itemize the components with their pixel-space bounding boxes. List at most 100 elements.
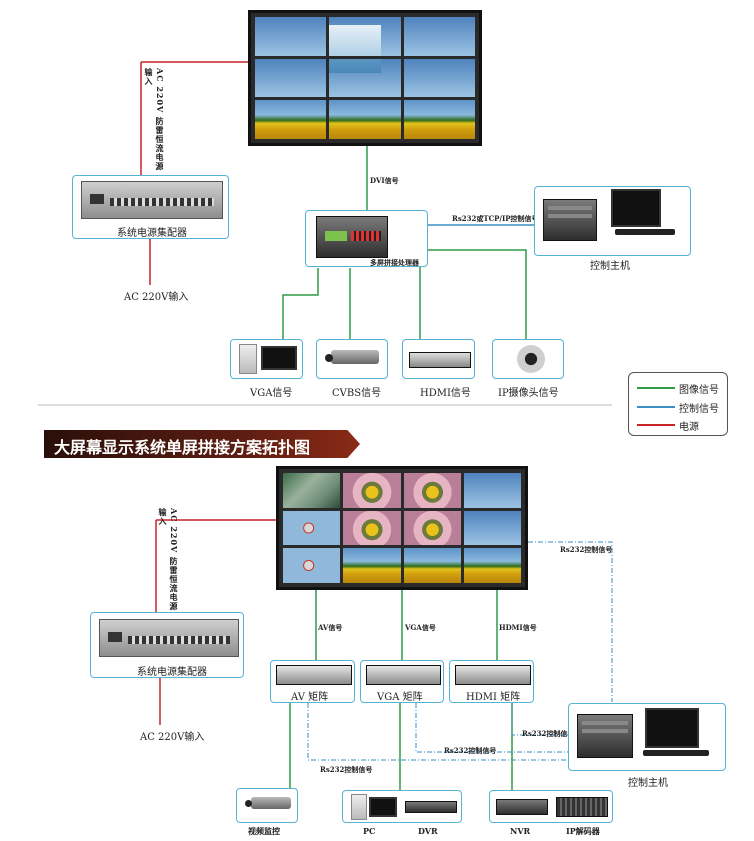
vga-matrix-box: VGA 矩阵: [360, 660, 444, 703]
processor-box: 多屏拼接处理器: [305, 210, 428, 267]
pc-tower-icon: [351, 794, 367, 820]
wall-tile: [329, 17, 401, 56]
rs232-av-label: Rs232控制信号: [320, 765, 373, 774]
wall-tile: [329, 58, 401, 98]
hdmi-matrix-image: [455, 665, 531, 685]
wall-tile: [403, 100, 475, 139]
dvi-signal-label: DVI信号: [370, 176, 399, 185]
video-wall-bottom: [276, 466, 528, 590]
matrix-label-hdmi: HDMI 矩阵: [466, 692, 521, 703]
server-icon: [577, 714, 633, 758]
power-input-label-bottom: AC 220V 防雷恒流电源输入: [158, 508, 179, 612]
topology-title-banner: 大屏幕显示系统单屏拼接方案拓扑图: [44, 430, 360, 458]
control-host-box-top: [534, 186, 691, 256]
wall-tile: [403, 548, 461, 583]
power-distributor-image: [81, 181, 223, 219]
legend-label-image: 图像信号: [679, 385, 719, 396]
matrix-label-av: AV 矩阵: [291, 692, 329, 703]
monitor-icon: [611, 189, 661, 227]
device-label-cctv: 视频监控: [248, 826, 280, 836]
wall-tile: [343, 510, 401, 546]
av-matrix-box: AV 矩阵: [270, 660, 355, 703]
ipcam-line: [428, 249, 527, 340]
power-distributor-image: [99, 619, 239, 657]
control-line-wall: [528, 541, 613, 702]
control-host-box-bottom: [568, 703, 726, 771]
dvr-icon: [405, 801, 457, 813]
keyboard-icon: [643, 750, 709, 756]
rs232-hdmi-label: Rs232控制信号: [522, 729, 575, 738]
nvr-decoder-box: [489, 790, 613, 823]
hdmi-player-icon: [409, 352, 471, 368]
cctv-device-box: [236, 788, 298, 823]
legend: 图像信号 控制信号 电源: [628, 372, 728, 436]
control-line-vga: [415, 703, 568, 753]
matrix-label-vga: VGA 矩阵: [377, 692, 423, 703]
wall-tile: [255, 17, 327, 56]
device-label-ip-decoder: IP解码器: [566, 826, 600, 836]
control-line-av: [307, 703, 568, 761]
device-label-dvr: DVR: [418, 826, 438, 836]
rs232-vga-label: Rs232控制信号: [444, 746, 497, 755]
dome-camera-icon: [517, 345, 545, 373]
power-unit-label-bottom: 系统电源集配器: [137, 667, 207, 678]
av-signal-label: AV信号: [318, 623, 343, 632]
rs232-wall-label: Rs232控制信号: [560, 545, 613, 554]
av-matrix-image: [276, 665, 352, 685]
vga-line: [282, 268, 319, 340]
device-label-nvr: NVR: [510, 826, 531, 836]
keyboard-icon: [615, 229, 675, 235]
wall-tile: [403, 17, 475, 56]
legend-label-control: 控制信号: [679, 404, 719, 415]
power-unit-label-top: 系统电源集配器: [117, 228, 187, 239]
wall-tile: [343, 548, 401, 583]
camera-icon: [251, 797, 291, 809]
video-wall-top: [248, 10, 482, 146]
source-label-ipcam: IP摄像头信号: [498, 388, 559, 399]
control-host-label-bottom: 控制主机: [628, 778, 668, 789]
control-line-hdmi: [511, 703, 568, 736]
wall-tile: [463, 510, 521, 546]
source-label-vga: VGA信号: [250, 388, 293, 399]
legend-label-power: 电源: [679, 422, 699, 433]
control-host-label-top: 控制主机: [590, 261, 630, 272]
monitor-icon: [261, 346, 297, 370]
legend-swatch-power: [637, 424, 675, 426]
wall-tile: [255, 100, 327, 139]
cvbs-source-box: [316, 339, 388, 379]
source-label-hdmi: HDMI信号: [420, 388, 471, 399]
processor-label: 多屏拼接处理器: [370, 258, 419, 267]
wall-tile: [403, 473, 461, 508]
device-label-pc: PC: [363, 826, 376, 836]
ac-input-label-top: AC 220V输入: [124, 292, 189, 303]
power-unit-box-top: 系统电源集配器: [72, 175, 229, 239]
source-label-cvbs: CVBS信号: [332, 388, 382, 399]
wall-tile: [403, 510, 461, 546]
wall-tile: [283, 473, 341, 508]
legend-swatch-image: [637, 387, 675, 389]
hdmi-source-box: [402, 339, 475, 379]
monitor-icon: [645, 708, 699, 748]
vga-signal-label: VGA信号: [405, 623, 436, 632]
vga-source-box: [230, 339, 303, 379]
pc-tower-icon: [239, 344, 257, 374]
wall-tile: [329, 100, 401, 139]
splicing-processor-image: [316, 216, 388, 258]
vga-matrix-image: [366, 665, 441, 685]
power-unit-box-bottom: 系统电源集配器: [90, 612, 244, 678]
legend-swatch-control: [637, 406, 675, 408]
wall-tile: [403, 58, 475, 98]
monitor-icon: [369, 797, 397, 817]
rs232-tcp-label: Rs232或TCP/IP控制信号: [452, 214, 539, 223]
ipcam-source-box: [492, 339, 564, 379]
ac-input-label-bottom: AC 220V输入: [140, 732, 205, 743]
wall-tile: [283, 548, 341, 583]
wall-tile: [343, 473, 401, 508]
nvr-icon: [496, 799, 548, 815]
hdmi-signal-label: HDMI信号: [499, 623, 537, 632]
camera-icon: [331, 350, 379, 364]
power-input-label-top: AC 220V 防雷恒流电源输入: [144, 68, 165, 172]
wall-tile: [463, 473, 521, 508]
wall-tile: [283, 510, 341, 546]
